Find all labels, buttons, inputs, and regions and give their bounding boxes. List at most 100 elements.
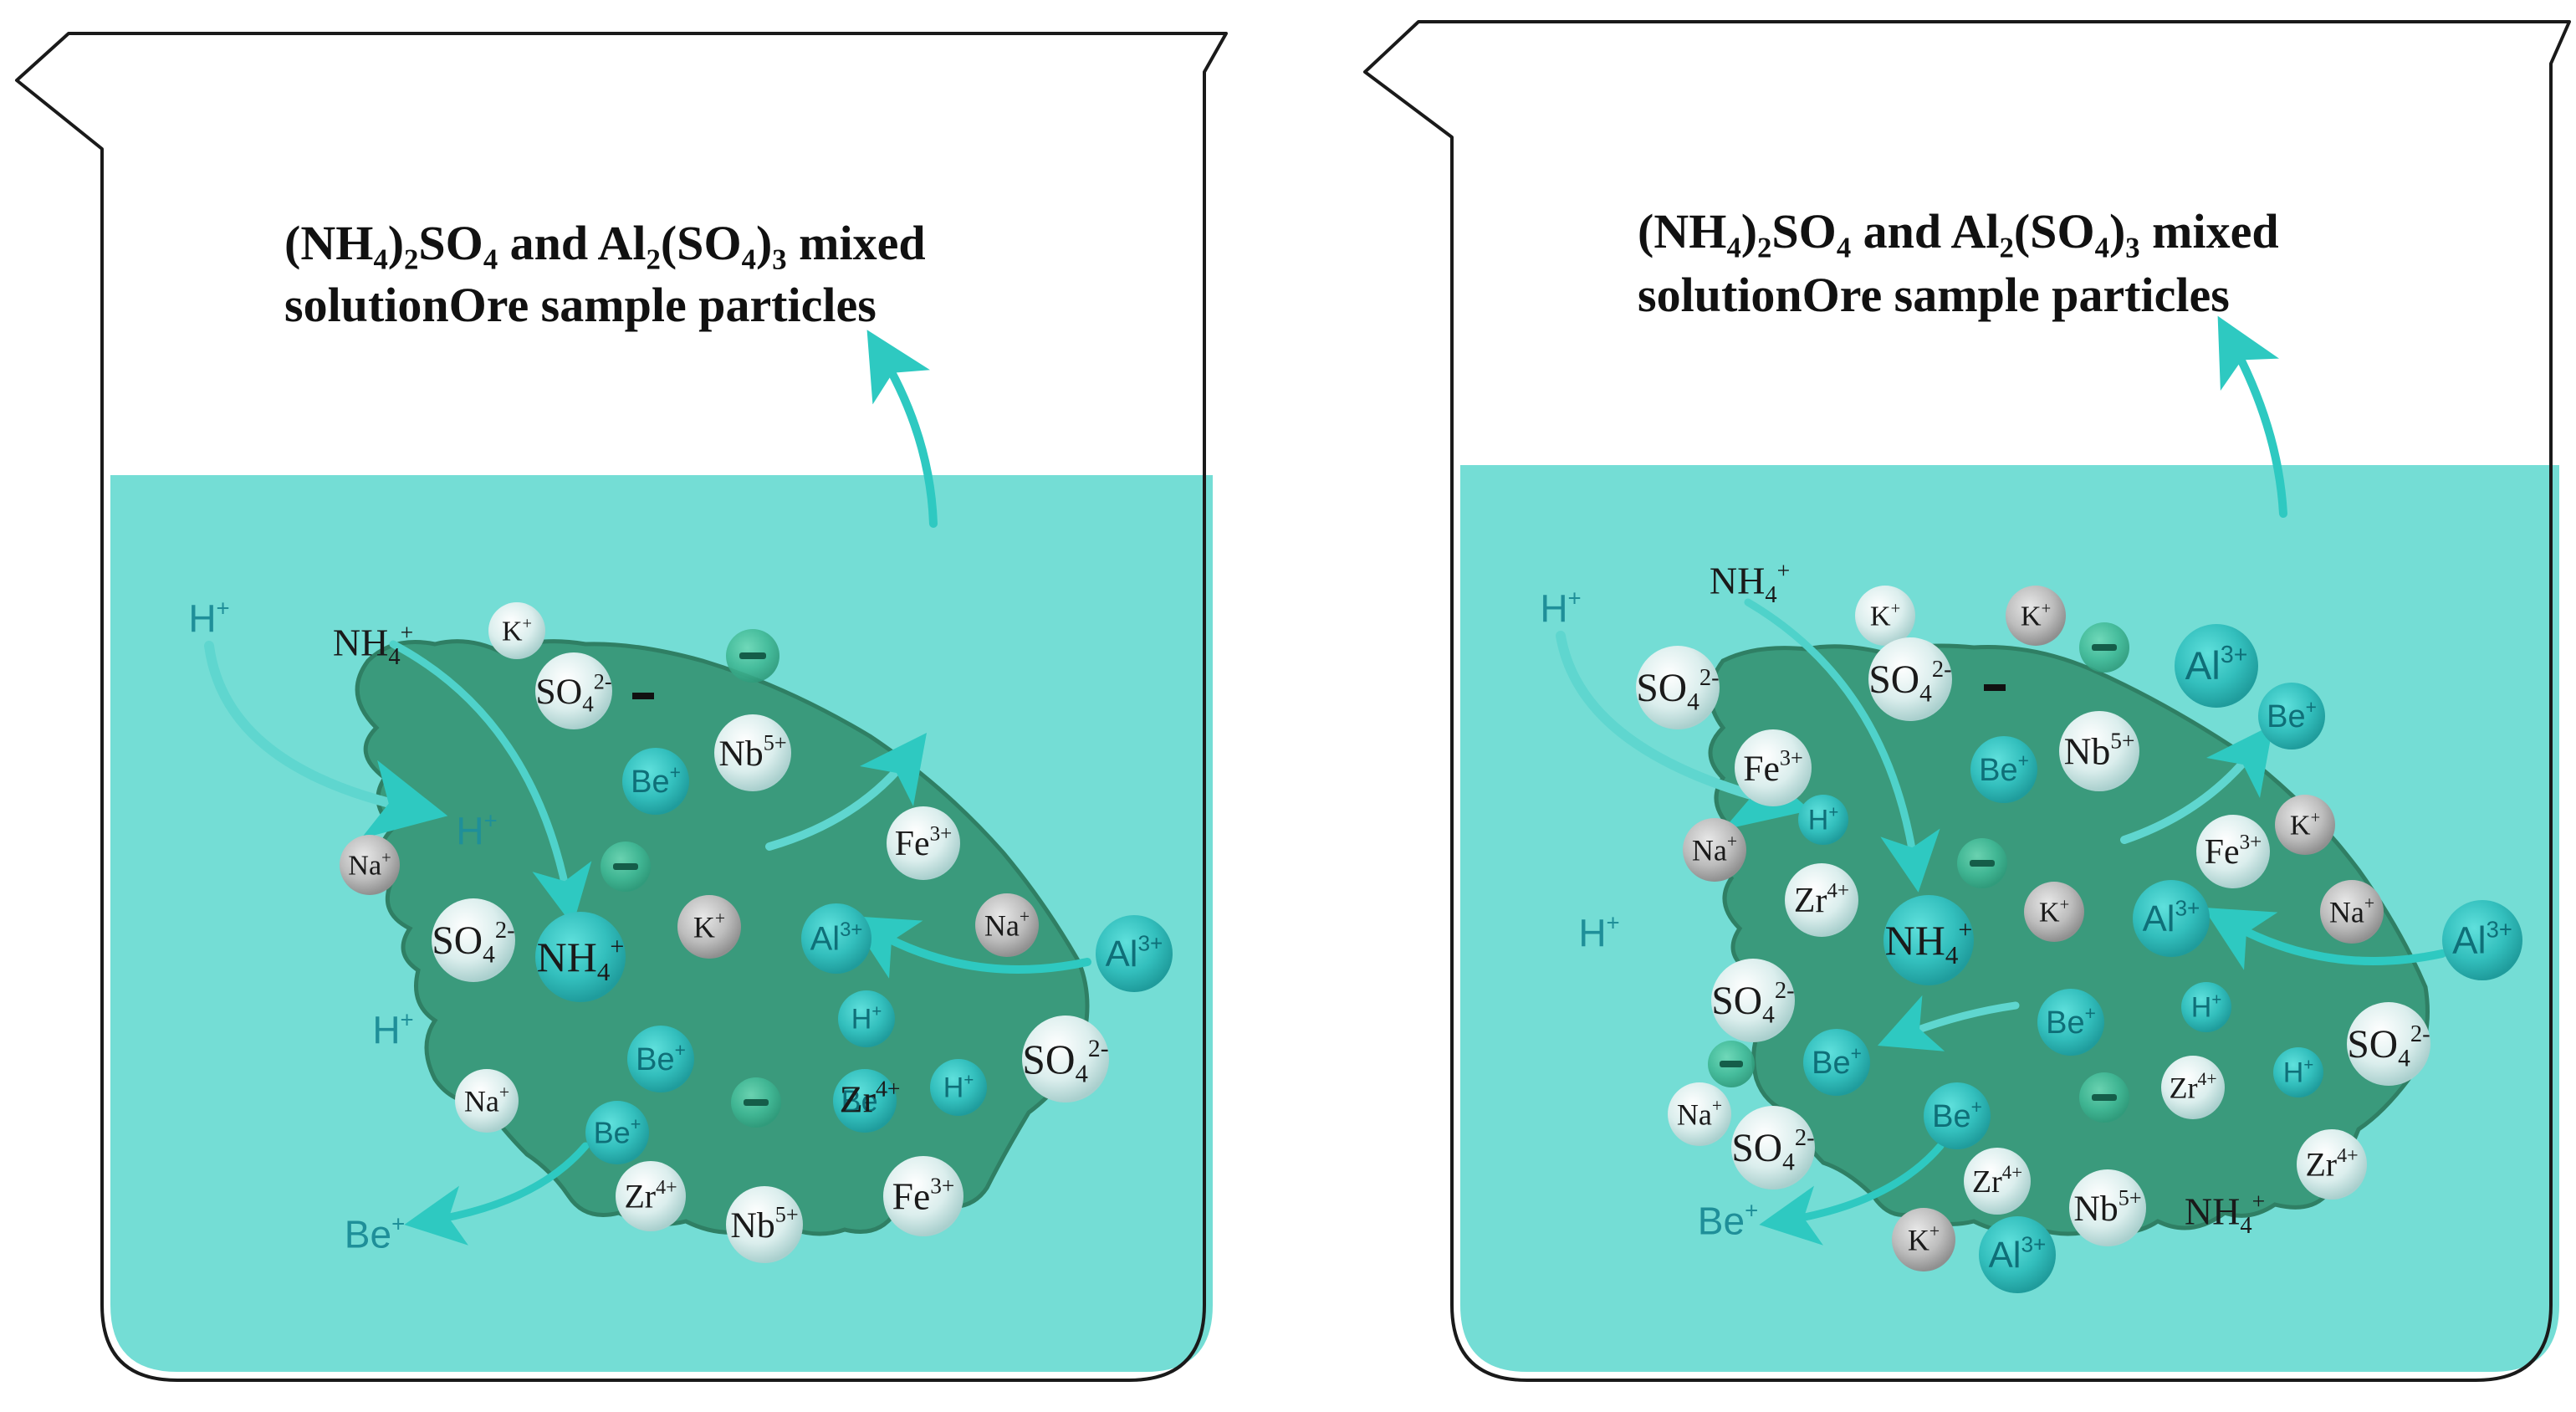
ion-zr: Zr4+ [2161,1056,2225,1119]
ion-so4: SO42- [1022,1016,1109,1102]
ion-bubble [622,748,689,815]
ion-label: K+ [2039,895,2069,928]
arrow-be-release [2120,724,2274,844]
ion-label: Be+ [1979,749,2029,788]
beaker-outline [1363,20,2571,1382]
ion-k: K+ [2275,795,2335,855]
ion-label: Be+ [2046,1002,2096,1041]
ion-bubble [1803,1029,1870,1096]
ion-be: Be+ [1924,1082,1991,1149]
ion-label: K+ [2021,599,2051,632]
ion-label: H+ [943,1071,974,1103]
ion-bubble [1735,729,1812,806]
ion-nb: Nb5+ [2059,711,2139,791]
ion-zr: Zr4+ [616,1161,686,1231]
ion-bubble [2181,982,2231,1032]
ion-bubble [2258,683,2325,749]
ion-bubble [2442,900,2522,980]
ion-bubble [2006,586,2066,646]
ion-label: Be+ [636,1039,686,1077]
ion-bubble [2161,1056,2225,1119]
ion-bubble [1964,1148,2031,1215]
ion-label: K+ [1908,1221,1940,1256]
ion-label: Nb5+ [2064,728,2135,772]
ion-layer: H+NH4+K+SO42-Be+Nb5+H+Na+SO42-NH4+K+Al3+… [188,595,1173,1263]
beaker-panel-left: (NH₄)₂SO₄ and Al₂(SO₄)₃ mixed solutionOr… [15,32,1228,1382]
ion-label: Zr4+ [2305,1145,2358,1184]
ion-label: Fe3+ [895,823,953,864]
ion-k: K+ [1855,586,1915,646]
ion-label: Zr4+ [2169,1069,2216,1104]
ion-label: K+ [693,908,725,944]
ion-na: Na+ [1683,818,1746,882]
ion-nh4: NH4+ [535,912,626,1002]
ion-bubble [2024,882,2084,942]
ion-label: Fe3+ [1743,746,1803,789]
arrow-h-adsorb [1556,631,1811,830]
ion-bubble [2320,880,2384,944]
ion-label: K+ [502,614,532,647]
ion-bubble [975,893,1039,957]
ion-label: Be+ [841,1082,889,1118]
ion-fe: Fe3+ [2196,815,2270,888]
ion-label: K+ [1870,599,1900,632]
ion-h: H+ [1540,585,1581,630]
ion-label: Zr4+ [624,1177,677,1215]
ion-label: Zr4+ [1794,880,1849,921]
ion-label: Be+ [345,1210,405,1256]
ion-label: Al3+ [2452,916,2512,961]
ion-k: K+ [677,895,741,959]
ion-al: Al3+ [2175,624,2258,708]
ion-bubble [1731,1106,1815,1189]
beaker-panel-right: (NH₄)₂SO₄ and Al₂(SO₄)₃ mixed solutionOr… [1363,20,2571,1382]
ion-label: Fe3+ [2205,831,2262,872]
ion-label: Nb5+ [730,1203,798,1246]
ion-label: Nb5+ [718,731,786,774]
ion-bubble [2275,795,2335,855]
ion-be: Be+ [585,1101,649,1164]
ion-bubble [1636,646,1720,729]
ion-k: K+ [488,602,545,659]
ion-bubble [627,1026,694,1092]
ion-label: SO42- [1711,978,1794,1028]
ion-bubble [1798,795,1848,845]
negative-charge-bubble [1957,838,2007,888]
ion-label: H+ [851,1002,882,1035]
ion-so4: SO42- [535,652,612,729]
ion-label: SO42- [1731,1125,1814,1175]
ion-bubble [488,602,545,659]
ion-bubble [1970,736,2037,803]
ion-bubble [340,835,400,895]
ion-label: K+ [2290,808,2320,841]
ion-bubble [2175,624,2258,708]
ion-be: Be+ [2258,683,2325,749]
ion-so4: SO42- [432,898,515,982]
arrow-be-migrate [1877,995,2020,1051]
ion-bubble [2069,1169,2146,1246]
ion-na: Na+ [455,1069,519,1133]
ion-bubble [714,714,791,791]
ion-bubble [1892,1208,1955,1271]
ion-bubble [616,1161,686,1231]
ion-label: Al3+ [1989,1232,2047,1276]
ion-label: Nb5+ [2073,1186,2141,1229]
ion-h: H+ [372,1006,413,1051]
ion-label: NH4+ [2185,1188,2265,1239]
ion-label: Zr4+ [1972,1162,2022,1200]
ion-be: Be+ [2037,989,2104,1056]
ion-label: Zr4+ [840,1075,901,1120]
ion-fe: Fe3+ [1735,729,1812,806]
ion-na: Na+ [1668,1082,1731,1146]
ion-k: K+ [2006,586,2066,646]
ion-bubble [1883,895,1974,985]
arrow-h-adsorb [204,641,448,839]
ion-label: Na+ [464,1082,509,1118]
ion-label: SO42- [2347,1021,2430,1072]
upward-arrow [866,330,938,528]
ion-so4: SO42- [1731,1106,1815,1189]
ion-so4: SO42- [1868,637,1952,721]
ion-label: Na+ [348,848,391,881]
ion-bubble [1668,1082,1731,1146]
ion-nb: Nb5+ [2069,1169,2146,1246]
